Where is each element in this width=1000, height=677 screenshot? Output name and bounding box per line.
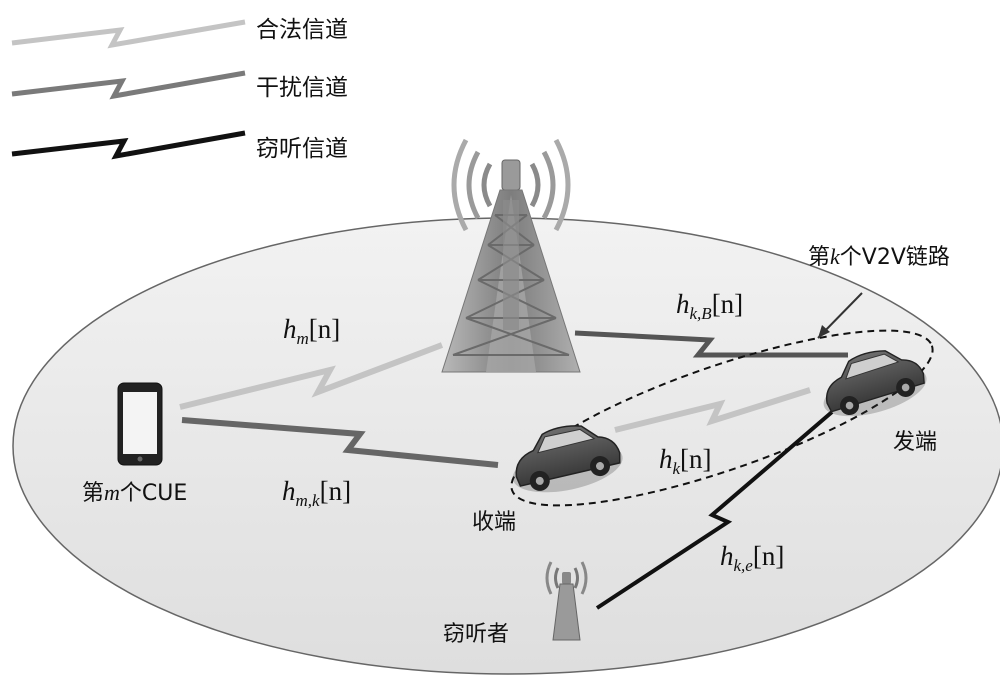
channel-label-h-mk: hm,k[n]	[282, 476, 352, 510]
cue-phone-icon	[117, 382, 163, 466]
legend-interf-bolt	[11, 70, 246, 100]
receiver-label: 收端	[472, 510, 517, 535]
channel-bolt-h-m	[179, 342, 444, 410]
legend-eaves-bolt	[11, 130, 246, 160]
channel-label-h-kB: hk,B[n]	[676, 289, 744, 323]
channel-bolt-h-mk	[181, 417, 499, 468]
legend-interf-label: 干扰信道	[256, 75, 348, 101]
receiver-car-icon	[512, 425, 623, 493]
channel-bolt-h-kB	[574, 330, 848, 358]
legend-legit-label: 合法信道	[256, 17, 348, 43]
v2v-link-label: 第k个V2V链路	[808, 244, 950, 270]
channel-label-h-k: hk[n]	[659, 444, 712, 478]
cue-label: 第m个CUE	[82, 480, 188, 506]
transmitter-label: 发端	[893, 430, 938, 455]
channel-bolt-h-ke	[595, 410, 834, 610]
transmitter-car-icon	[823, 350, 927, 417]
base-station-tower	[441, 138, 581, 373]
v2v-arrow-head-icon	[818, 325, 830, 338]
channel-bolt-h-k	[614, 387, 811, 433]
legend-legit-bolt	[11, 19, 246, 49]
v2v-link-boundary	[510, 329, 934, 507]
channel-label-h-m: hm[n]	[283, 314, 341, 348]
eavesdropper-antenna-icon	[545, 561, 588, 641]
legend-eaves-label: 窃听信道	[256, 136, 348, 162]
channel-label-h-ke: hk,e[n]	[720, 541, 785, 575]
eavesdropper-label: 窃听者	[443, 622, 510, 647]
